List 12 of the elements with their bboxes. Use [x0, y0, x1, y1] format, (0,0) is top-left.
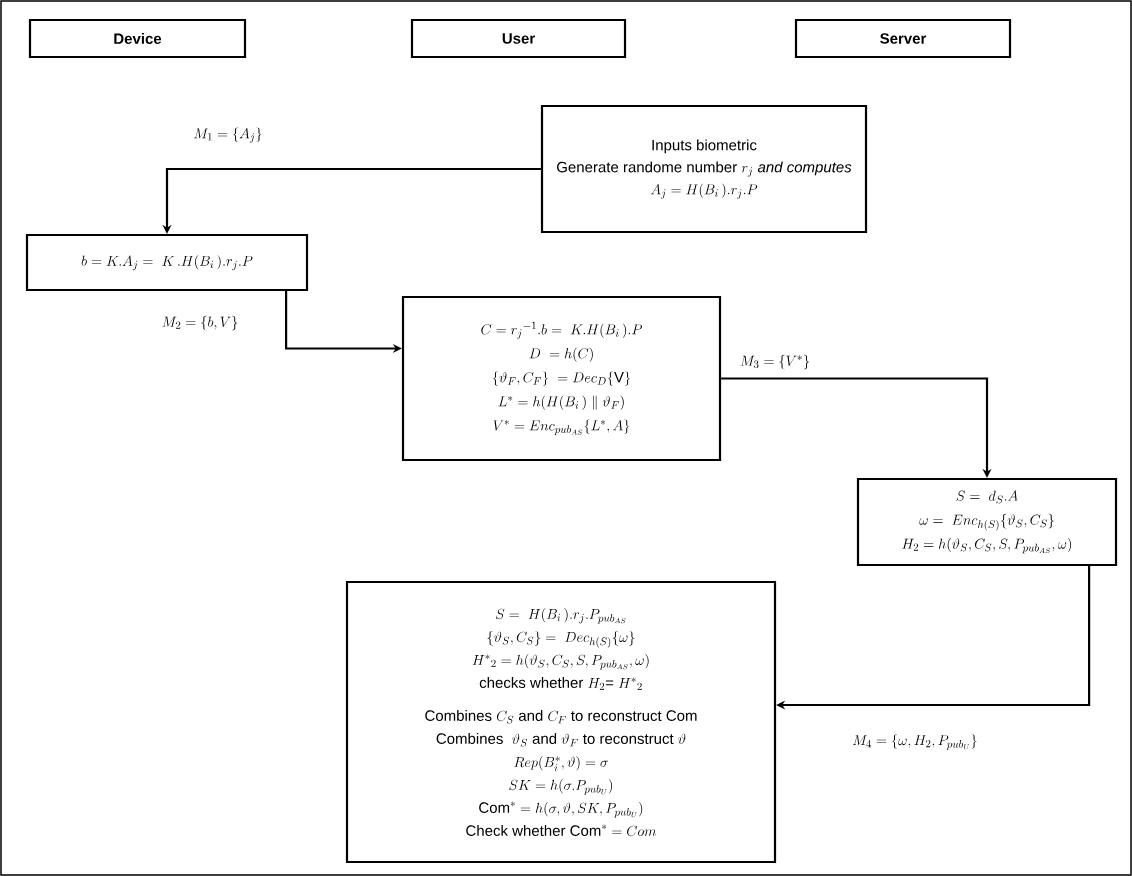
edge-label: $M_4 = \{\omega, H_2, P_{pub_U}\}$ — [851, 733, 979, 751]
process-box: $\text{Inputs biometric}$ $\text{Generate randome number } r_j\ \mathit{and\ computes}$ $A_j = H(B_i\,).r_j.P$ — [540, 104, 868, 234]
process-box: $b = K.A_j = \ K\,.H(B_i\,).r_j.P$ — [25, 233, 309, 292]
edge-label: $M_1 = \{A_j\}$ — [192, 126, 264, 144]
header-box: Server — [794, 18, 1012, 59]
process-box: $S = \ H(B_i\,).r_j.P_{pub_{AS}}$ $\{\vartheta_S, C_S\} = \ Dec_{h(S)}\{\omega\}$ ${H^*}_2 = h(\vartheta_S, C_S, S, P_{pub_{AS}}, \omega)$ $\text{checks whether } H_2\text{= }{H^*}_2$ $\text{Combines } C_S \text{ and } C_F \text{ to reconstruct Com}$ $\text{Combines }\ \vartheta_S \text{ and } \vartheta_F \text{ to reconstruct } \vartheta$ $Rep(B_i^*, \vartheta) = \sigma$ $SK = h(\sigma.P_{pub_U})$ $\mathrm{Com}^* = h(\sigma, \vartheta, SK, P_{pub_U})$ $\text{Check whether } \mathrm{Com}^* = Com$ — [345, 580, 777, 864]
process-box: $C = {r_j}^{-1}.b = \ K.H(B_i\,).P$ $D\ = h(C)$ $\{\vartheta_F, C_F\}\ = Dec_D\{\mathrm{V}\}$ $L^* = h(H(B_i\,) \parallel \vartheta_F)$ $V^* = Enc_{pub_{AS}}\{L^*, A\}$ — [401, 295, 722, 462]
edge-label: $M_2 = \{b, V\}$ — [160, 314, 240, 332]
header-box: User — [410, 18, 627, 59]
edge-label: $M_3 = \{V^*\}$ — [738, 353, 812, 371]
header-box: Device — [28, 18, 247, 59]
process-box: $S = \ d_S.A$ $\omega = \ Enc_{h(S)}\{\vartheta_S, C_S\}$ $H_2 = h(\vartheta_S, C_S, S, P_{pub_{AS}}, \omega)$ — [856, 477, 1118, 567]
